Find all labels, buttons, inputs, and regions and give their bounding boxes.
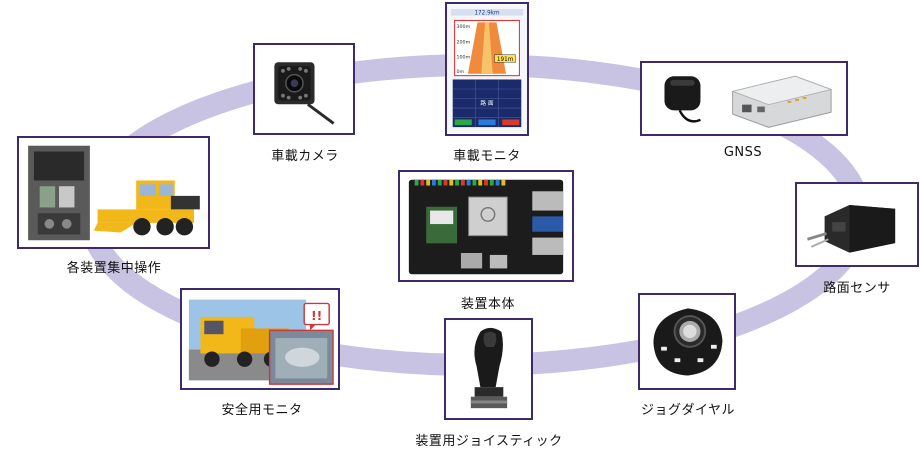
monitor-dist-100: 100m [457,55,471,61]
monitor-panel-text: 路 面 [480,99,494,107]
car-monitor-label: 車載モニタ [453,149,521,164]
jog-dial-image [638,293,736,390]
monitor-distance-badge: 191m [497,57,514,63]
alert-icon: !! [311,308,322,323]
car-camera-image [253,43,355,135]
gnss-image [640,61,848,136]
car-camera-label: 車載カメラ [271,149,339,164]
monitor-dist-0: 0m [457,69,465,75]
road-sensor-image [795,182,919,267]
main-unit-label: 装置本体 [460,297,516,312]
safety-monitor-image: !! [180,288,340,390]
central-operation-label: 各装置集中操作 [66,261,162,276]
gnss-label: GNSS [723,145,763,160]
central-operation-image [17,136,210,249]
jog-dial-label: ジョグダイヤル [640,403,736,418]
joystick-label: 装置用ジョイスティック [415,434,563,449]
monitor-speed-readout: 172.9km [474,11,500,17]
joystick-image [444,318,533,420]
car-monitor-image: 172.9km 300m 200m 100m 0m 191m 路 面 [445,2,529,136]
safety-monitor-label: 安全用モニタ [221,403,303,418]
main-unit-image [398,170,574,282]
monitor-dist-200: 200m [457,39,471,45]
road-sensor-label: 路面センサ [823,281,891,296]
monitor-dist-300: 300m [457,24,471,30]
